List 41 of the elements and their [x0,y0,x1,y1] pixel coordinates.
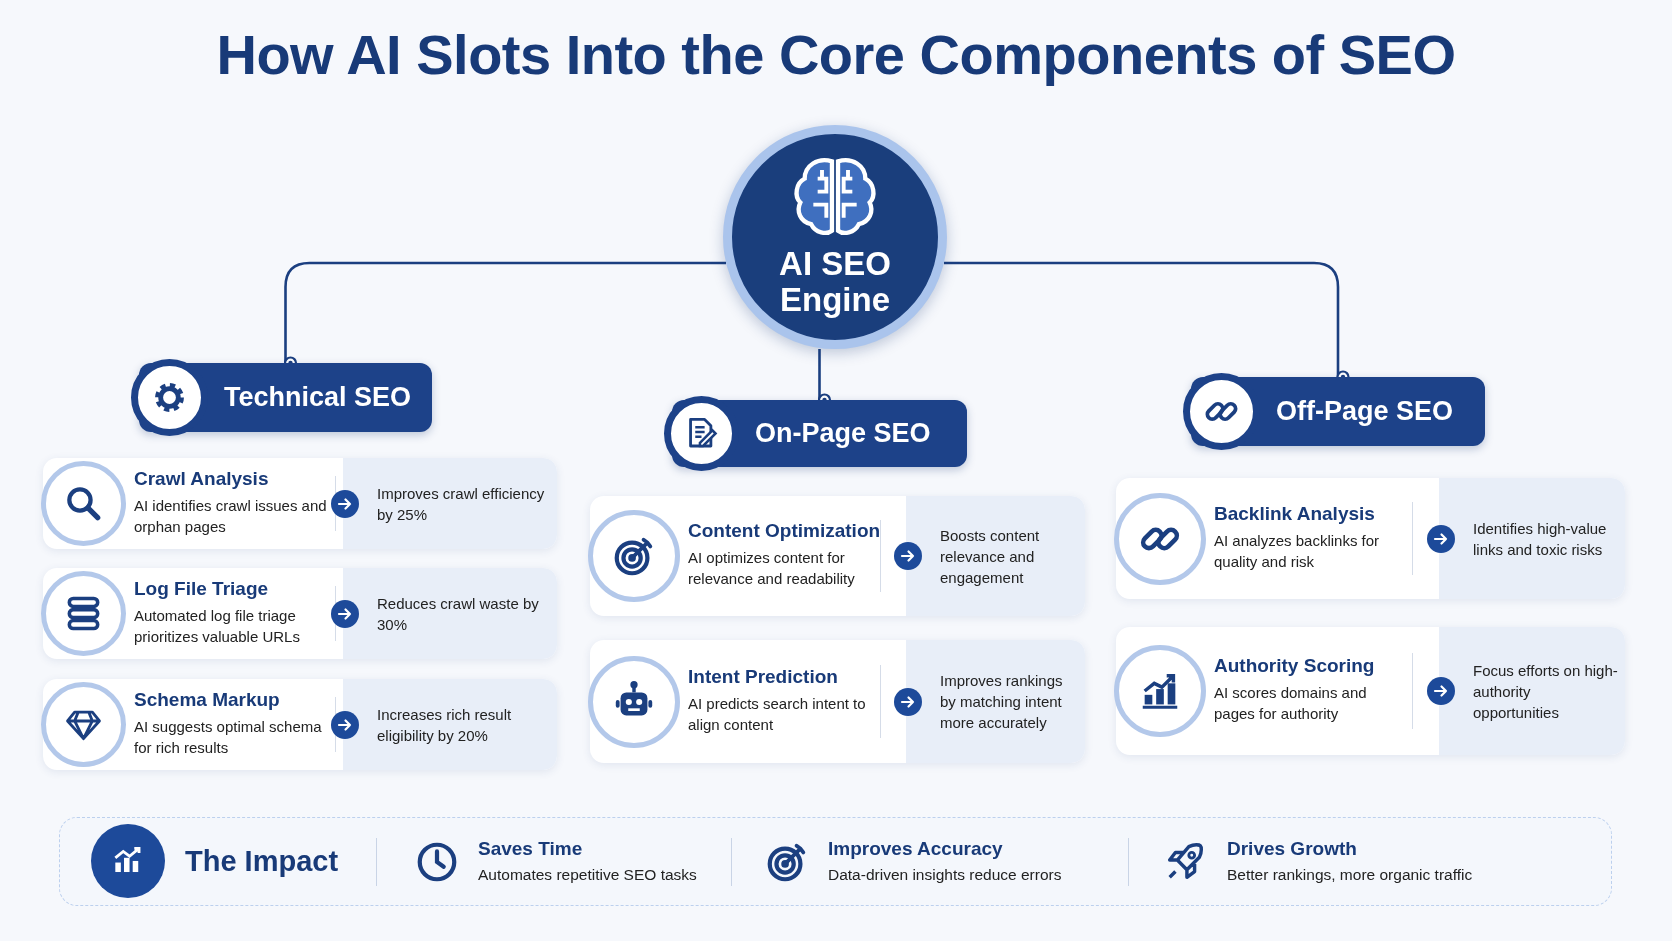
card-title: Log File Triage [134,577,269,600]
result-text: Boosts content relevance and engagement [940,525,1041,588]
result-text: Improves crawl efficiency by 25% [377,483,546,525]
result-text: Focus efforts on high-authority opportunities [1473,660,1619,723]
feature-card [43,458,557,549]
impact-title: Saves Time [478,838,583,860]
impact-bar [59,817,1612,906]
engine-title: AI SEO Engine [778,246,892,318]
impact-description: Data-driven insights reduce errors [828,866,1062,884]
category-title: Technical SEO [224,381,412,413]
card-description: AI optimizes content for relevance and readability [688,548,856,589]
card-title: Backlink Analysis [1214,502,1375,525]
impact-title: Drives Growth [1227,838,1357,860]
card-title: Intent Prediction [688,665,838,688]
feature-card [1116,478,1625,599]
impact-title: Improves Accuracy [828,838,1003,860]
card-title: Crawl Analysis [134,467,269,490]
card-title: Authority Scoring [1214,655,1375,677]
feature-card [43,568,557,659]
card-description: AI suggests optimal schema for rich results [134,716,323,758]
category-title: Off-Page SEO [1276,395,1454,427]
impact-description: Automates repetitive SEO tasks [478,866,697,884]
card-description: AI analyzes backlinks for quality and risk [1214,530,1381,572]
feature-card [590,640,1085,763]
category-title: On-Page SEO [755,417,931,449]
result-text: Identifies high-value links and toxic risks [1473,518,1608,560]
diagram-title: How AI Slots Into the Core Components of SEO [215,22,1457,87]
card-description: AI identifies crawl issues and orphan pages [134,495,327,537]
impact-heading: The Impact [185,845,339,878]
card-description: AI scores domains and pages for authority [1214,683,1368,724]
card-title: Schema Markup [134,688,280,711]
feature-card [43,679,557,770]
card-title: Content Optimization [688,520,881,542]
card-description: AI predicts search intent to align content [688,693,867,735]
feature-card [1116,627,1625,755]
result-text: Increases rich result eligibility by 20% [377,704,513,746]
result-text: Improves rankings by matching intent more accurately [940,671,1064,733]
card-description: Automated log file triage prioritizes valuable URLs [134,605,301,647]
impact-description: Better rankings, more organic traffic [1227,866,1473,884]
feature-card [590,496,1085,616]
result-text: Reduces crawl waste by 30% [377,593,540,635]
